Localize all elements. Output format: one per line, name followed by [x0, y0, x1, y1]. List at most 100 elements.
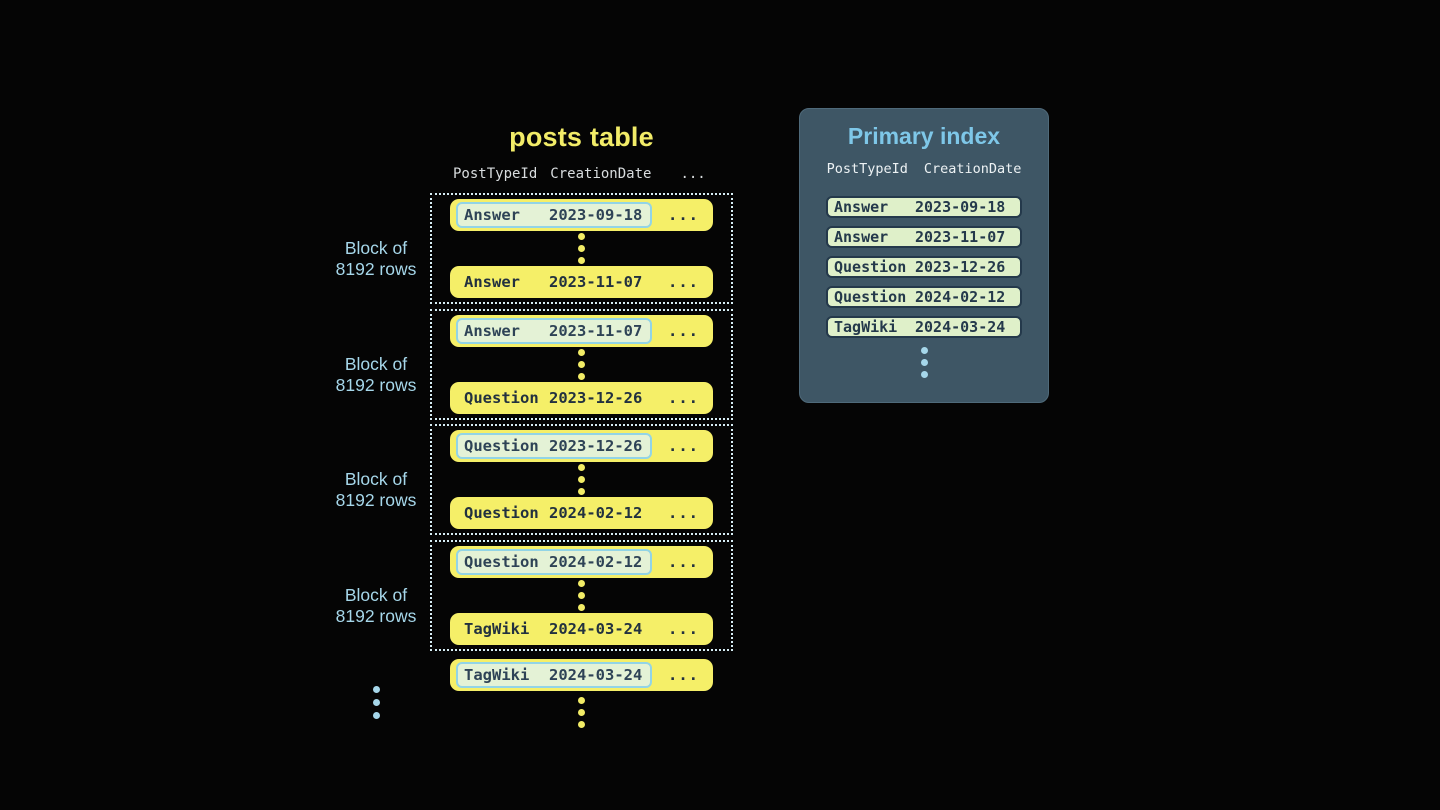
row-ellipsis: ... [668, 273, 699, 291]
dot [578, 488, 585, 495]
row-key: TagWiki 2024-03-24 [456, 616, 652, 642]
post-type-cell: Answer [464, 273, 520, 291]
post-type-cell: Answer [464, 322, 520, 340]
row-key: Answer 2023-11-07 [456, 318, 652, 344]
creation-date-cell: 2024-03-24 [549, 620, 643, 638]
dot [578, 592, 585, 599]
table-row: TagWiki 2024-03-24... [450, 613, 713, 645]
block-label-line: 8192 rows [335, 606, 417, 626]
dot [920, 359, 928, 366]
vertical-ellipsis-dots [578, 464, 585, 495]
row-ellipsis: ... [668, 620, 699, 638]
creation-date-cell: 2024-02-12 [549, 553, 643, 571]
dot [578, 245, 585, 252]
index-post-type-cell: Question [834, 258, 907, 276]
dot [372, 686, 380, 693]
row-ellipsis: ... [668, 437, 699, 455]
post-type-cell: Question [464, 437, 539, 455]
index-creation-date-cell: 2023-09-18 [915, 198, 1006, 216]
dot [578, 349, 585, 356]
dot [372, 699, 380, 706]
dot [372, 712, 380, 719]
block-label-line: 8192 rows [335, 259, 417, 279]
creation-date-cell: 2023-11-07 [549, 273, 643, 291]
block-label-line: 8192 rows [335, 375, 417, 395]
row-key: Answer 2023-11-07 [456, 269, 652, 295]
creation-date-cell: 2023-12-26 [549, 389, 643, 407]
post-type-cell: Question [464, 504, 539, 522]
row-ellipsis: ... [668, 553, 699, 571]
block-label-line: Block of [344, 585, 408, 605]
dot [578, 697, 585, 704]
vertical-ellipsis-dots [920, 347, 928, 378]
post-type-cell: TagWiki [464, 620, 530, 638]
index-more-entries-dots [920, 338, 928, 378]
dot [578, 476, 585, 483]
dot [578, 373, 585, 380]
index-creation-date-cell: 2023-11-07 [915, 228, 1006, 246]
creation-date-cell: 2023-11-07 [549, 322, 643, 340]
dot [578, 257, 585, 264]
creation-date-cell: 2023-09-18 [549, 206, 643, 224]
vertical-ellipsis-dots [372, 686, 380, 719]
creation-date-cell: 2024-02-12 [549, 504, 643, 522]
primary-index-title: Primary index [847, 123, 1001, 149]
index-post-type-cell: Answer [834, 198, 889, 216]
vertical-ellipsis-dots [578, 580, 585, 611]
row-ellipsis: ... [668, 504, 699, 522]
index-entry: Answer 2023-09-18 [826, 196, 1022, 218]
vertical-ellipsis-dots [578, 233, 585, 264]
more-blocks-dots [346, 686, 406, 719]
index-column-label-posttypeid: PostTypeId [826, 161, 908, 177]
more-columns-ellipsis: ... [680, 166, 706, 182]
primary-index-panel: Primary index PostTypeId CreationDate An… [799, 108, 1049, 403]
dot [920, 371, 928, 378]
row-key: Answer 2023-09-18 [456, 202, 652, 228]
block-label-line: Block of [344, 238, 408, 258]
table-row: Answer 2023-09-18... [450, 199, 713, 231]
more-rows-dots [430, 697, 733, 728]
dot [578, 361, 585, 368]
vertical-ellipsis-dots [578, 349, 585, 380]
index-creation-date-cell: 2023-12-26 [915, 258, 1006, 276]
post-type-cell: Question [464, 553, 539, 571]
index-column-label-creationdate: CreationDate [923, 161, 1022, 177]
column-label-creationdate: CreationDate [550, 166, 652, 182]
dot [578, 604, 585, 611]
row-ellipsis: ... [668, 322, 699, 340]
column-label-posttypeid: PostTypeId [453, 166, 538, 182]
block-label-line: Block of [344, 354, 408, 374]
dot [578, 464, 585, 471]
creation-date-cell: 2024-03-24 [549, 666, 643, 684]
table-row: Answer 2023-11-07... [450, 315, 713, 347]
row-block: Question 2024-02-12... TagWiki 2024-03-24..… [430, 540, 733, 651]
block-label-line: 8192 rows [335, 490, 417, 510]
dot [920, 347, 928, 354]
index-creation-date-cell: 2024-02-12 [915, 288, 1006, 306]
primary-index-column-header: PostTypeId CreationDate [827, 161, 1022, 177]
row-ellipsis: ... [668, 206, 699, 224]
row-key: Question 2024-02-12 [456, 549, 652, 575]
post-type-cell: Answer [464, 206, 520, 224]
dot [578, 580, 585, 587]
index-post-type-cell: TagWiki [834, 318, 898, 336]
posts-table-title: posts table [509, 122, 654, 152]
row-key: Question 2024-02-12 [456, 500, 652, 526]
